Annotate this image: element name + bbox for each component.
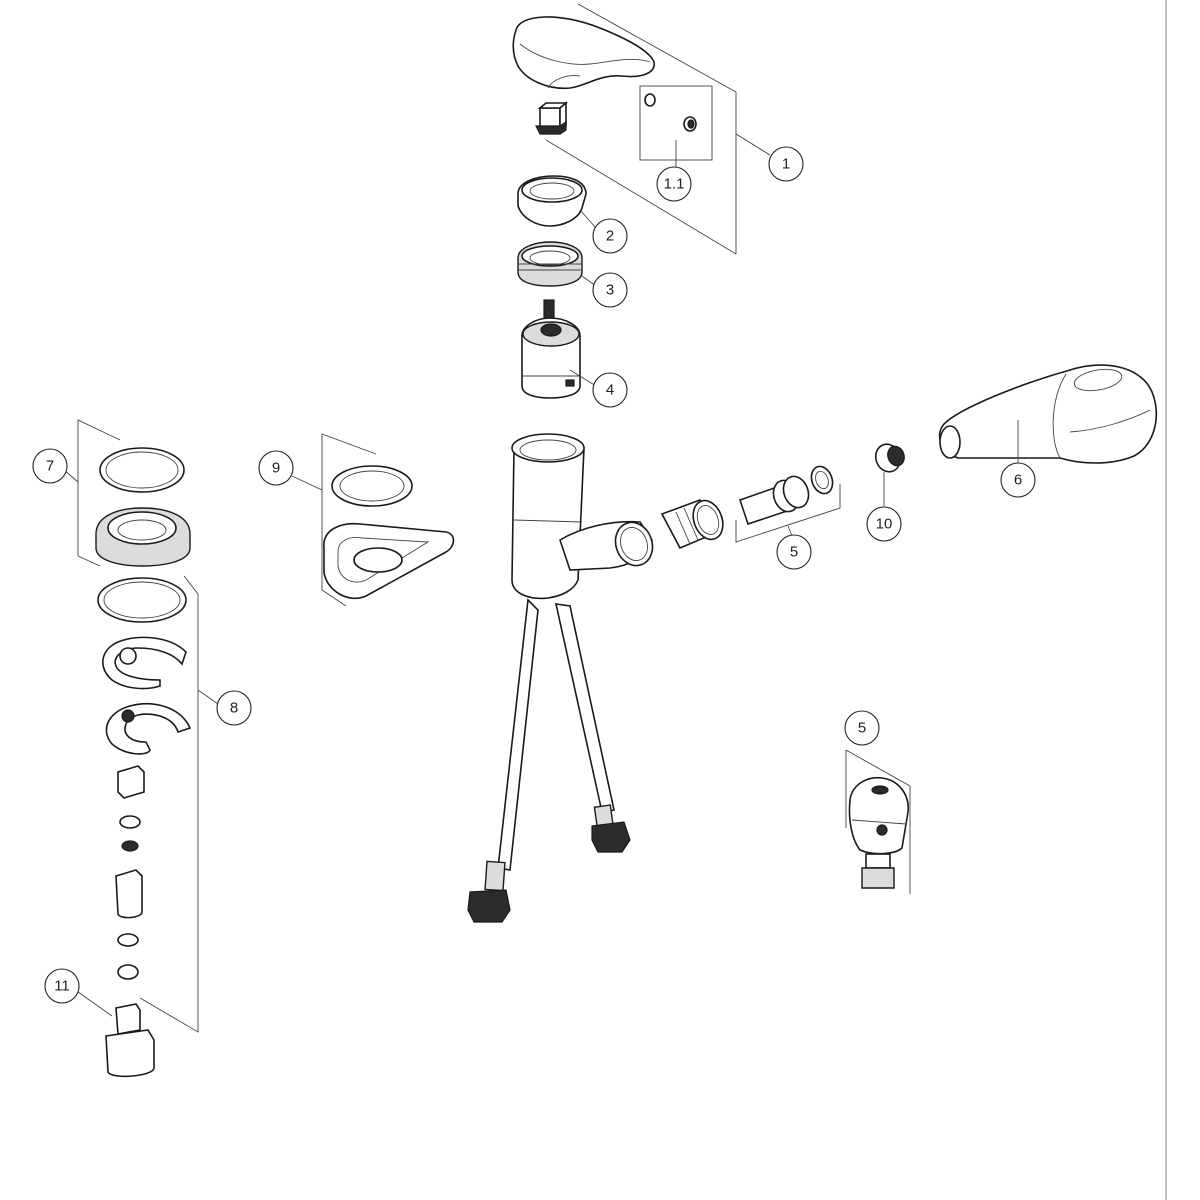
callout-6-label: 6 <box>1014 472 1022 489</box>
base-seal-part <box>95 507 191 567</box>
callout-5-upper-label: 5 <box>790 544 798 561</box>
callout-1-label: 1 <box>782 156 790 173</box>
hose-connector-part <box>660 499 724 550</box>
threaded-connector-part <box>105 1003 155 1078</box>
diverter-part <box>848 776 909 889</box>
callout-6: 6 <box>1000 462 1036 498</box>
callout-7: 7 <box>32 448 68 484</box>
callout-9-label: 9 <box>272 460 280 477</box>
callout-8-label: 8 <box>230 700 238 717</box>
callout-11-label: 11 <box>54 978 70 995</box>
callout-3: 3 <box>592 272 628 308</box>
callout-5-lower: 5 <box>844 710 880 746</box>
retaining-plate-part <box>105 703 192 755</box>
callout-7-label: 7 <box>46 458 54 475</box>
flexible-hoses-part <box>467 598 631 923</box>
cartridge-part <box>521 299 581 399</box>
callout-10-label: 10 <box>876 516 893 533</box>
check-valve-part <box>874 443 905 473</box>
callout-1-1-label: 1.1 <box>664 176 685 193</box>
callout-2: 2 <box>592 218 628 254</box>
cover-ring-part <box>517 175 587 227</box>
lower-o-ring-part <box>97 577 187 623</box>
o-ring-part <box>99 447 185 493</box>
callout-8: 8 <box>216 690 252 726</box>
callout-1: 1 <box>768 146 804 182</box>
horseshoe-washer-part <box>102 636 187 690</box>
callout-1-1: 1.1 <box>656 166 692 202</box>
spray-head-part <box>938 364 1158 464</box>
mixer-body-part <box>511 433 654 600</box>
threaded-nut-part <box>517 241 583 287</box>
callout-3-label: 3 <box>606 282 614 299</box>
callout-11: 11 <box>44 968 80 1004</box>
callout-10: 10 <box>866 506 902 542</box>
callout-4-label: 4 <box>606 382 614 399</box>
callout-5-upper: 5 <box>776 534 812 570</box>
base-gasket-part <box>323 465 455 599</box>
callout-2-label: 2 <box>606 228 614 245</box>
connector-set-part <box>738 465 834 526</box>
callout-5-lower-label: 5 <box>858 720 866 737</box>
square-adapter-part <box>535 101 569 135</box>
callout-4: 4 <box>592 372 628 408</box>
lever-handle-part <box>512 16 655 90</box>
fittings-stack-part <box>115 765 145 980</box>
callout-9: 9 <box>258 450 294 486</box>
